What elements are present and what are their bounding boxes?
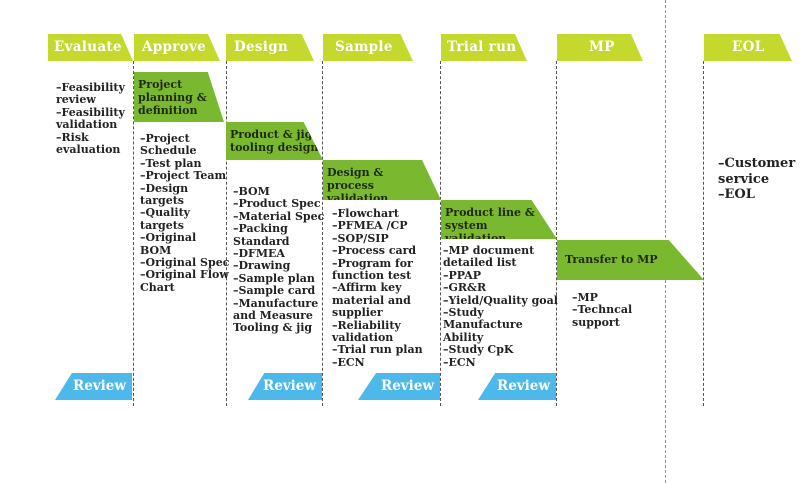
list-item: material and (332, 293, 411, 307)
list-item: Ability (443, 330, 484, 344)
step-project-planning: Project planning & definition (134, 72, 224, 122)
list-item: evaluation (56, 143, 121, 157)
phase-design: Design (226, 34, 314, 61)
list-item: –Reliability (332, 318, 401, 332)
list-item: –Feasibility (56, 81, 125, 94)
list-item: BOM (140, 243, 172, 257)
list-item: –BOM (233, 185, 270, 198)
list-item: –Trial run plan (332, 343, 423, 357)
phase-trial-run: Trial run (441, 34, 527, 61)
list-item: –Study (443, 306, 484, 320)
list-item: –Packing (233, 222, 288, 236)
list-item: detailed list (443, 256, 517, 270)
step-design-process-validation: Design & process validation (323, 160, 441, 200)
list-item: –Process card (332, 244, 417, 258)
list-item: –Yield/Quality goal (443, 293, 558, 307)
list-item: –MP document (443, 244, 535, 257)
column-divider (556, 61, 557, 406)
step-product-tooling-design: Product & jig/ tooling design (226, 122, 323, 160)
list-item: function test (332, 269, 412, 283)
list-item: –ECN (332, 355, 365, 369)
list-item: and Measure (233, 309, 313, 323)
list-item: –EOL (718, 187, 755, 202)
list-item: –Flowchart (332, 207, 399, 220)
list-item: –Study CpK (443, 343, 514, 357)
phase-eol: EOL (704, 34, 792, 61)
list-item: Schedule (140, 144, 197, 158)
list-item: –GR&R (443, 281, 487, 295)
list-item: –MP (572, 291, 598, 304)
step-product-line-validation: Product line & system validation (441, 200, 557, 239)
review-badge: Review (358, 373, 440, 400)
list-item: support (572, 315, 620, 329)
list-item: –Design (140, 181, 189, 195)
phase-evaluate: Evaluate (48, 34, 133, 61)
list-item: –Project Team (140, 169, 227, 183)
list-item: –Original (140, 231, 197, 245)
list-item: –Sample card (233, 284, 316, 298)
column-divider (703, 61, 704, 406)
phase-sample: Sample (323, 34, 413, 61)
list-item: –Program for (332, 256, 413, 270)
list-item: targets (140, 194, 184, 208)
list-item: –Affirm key (332, 281, 402, 295)
column-divider (133, 61, 134, 406)
column-divider (440, 61, 441, 406)
list-item: validation (56, 118, 118, 132)
list-item: –DFMEA (233, 247, 285, 261)
phase-mp: MP (557, 34, 643, 61)
step-transfer-to-mp: Transfer to MP (557, 240, 704, 280)
list-item: –Risk (56, 130, 89, 144)
list-item: Tooling & jig (233, 321, 313, 335)
list-item: –SOP/SIP (332, 231, 389, 245)
list-item: –Test plan (140, 156, 202, 170)
list-item: –Feasibility (56, 105, 125, 119)
review-badge: Review (55, 373, 132, 400)
column-divider (226, 61, 227, 406)
list-item: Chart (140, 280, 175, 294)
list-item: Manufacture (443, 318, 523, 332)
list-item: –ECN (443, 355, 476, 369)
list-item: service (718, 171, 770, 187)
review-badge: Review (248, 373, 322, 400)
list-item: Standard (233, 234, 290, 248)
list-item: –Original Spec (140, 256, 230, 270)
list-item: –Material Spec (233, 209, 325, 223)
list-item: –Manufacture (233, 296, 319, 310)
list-item: –PFMEA /CP (332, 219, 408, 233)
list-item: –Project (140, 132, 190, 145)
list-item: –Techncal (572, 303, 633, 317)
sample-list: –Flowchart–PFMEA /CP–SOP/SIP–Process car… (332, 207, 423, 369)
list-item: supplier (332, 306, 383, 320)
list-item: validation (332, 331, 394, 345)
list-item: –PPAP (443, 268, 482, 282)
column-divider (322, 61, 323, 406)
review-badge: Review (478, 373, 556, 400)
list-item: –Sample plan (233, 271, 315, 285)
list-item: –Drawing (233, 259, 291, 273)
list-item: targets (140, 218, 184, 232)
list-item: review (56, 93, 96, 107)
list-item: –Product Spec (233, 197, 321, 211)
phase-approve: Approve (134, 34, 220, 61)
list-item: –Customer (718, 156, 796, 171)
list-item: –Original Flow (140, 268, 229, 282)
list-item: –Quality (140, 206, 191, 220)
